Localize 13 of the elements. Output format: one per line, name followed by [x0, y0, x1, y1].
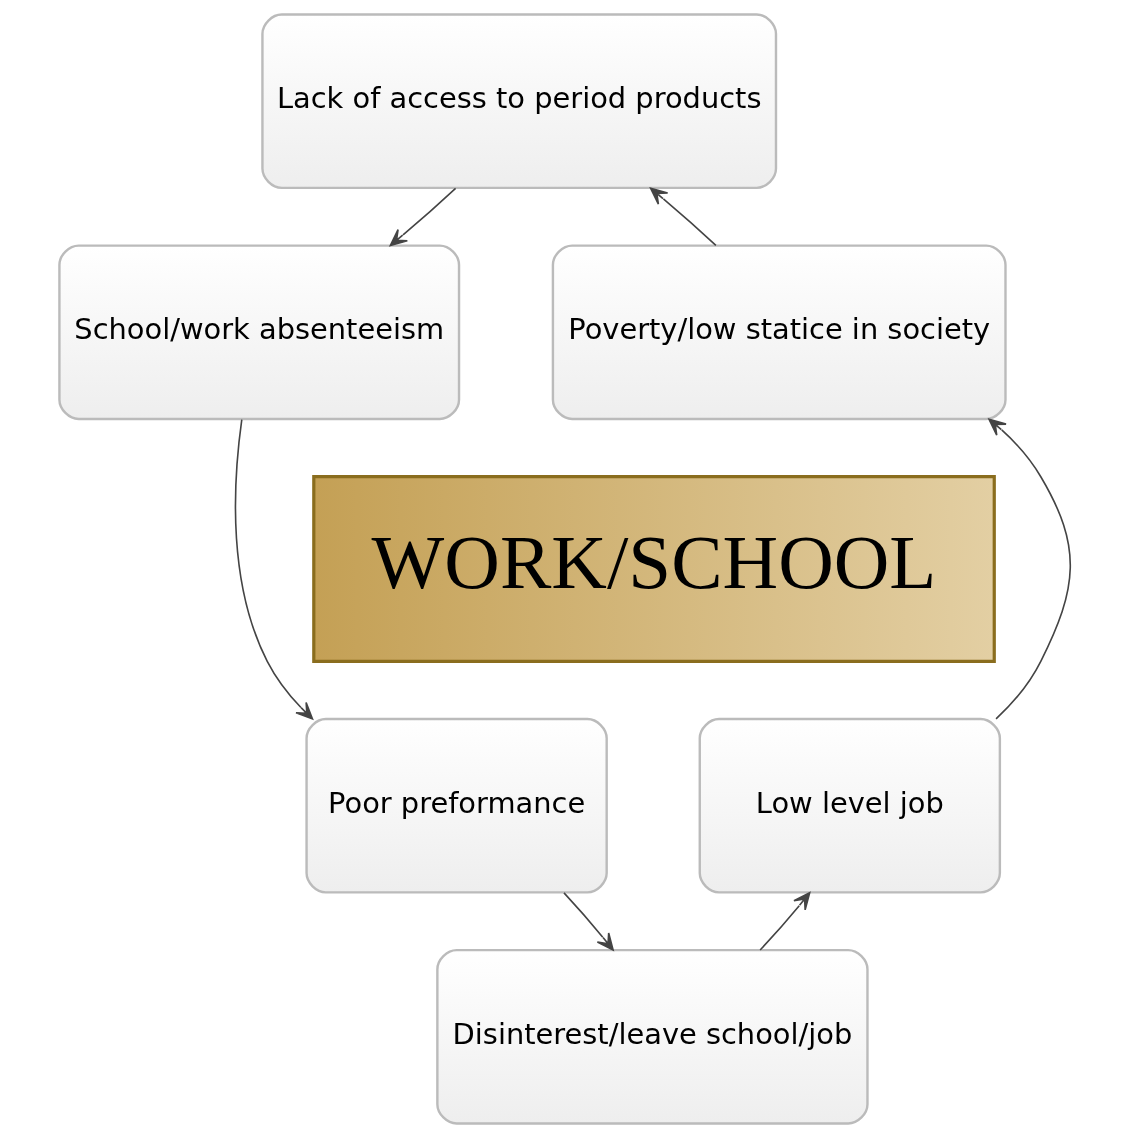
node-box: Lack of access to period products: [261, 13, 778, 190]
node-box: WORK/SCHOOL: [312, 475, 996, 663]
arrow: [234, 418, 314, 720]
arrow: [759, 892, 811, 951]
node-box: Disinterest/leave school/job: [436, 948, 869, 1125]
node-box: Poverty/low statice in society: [551, 244, 1007, 421]
arrow: [563, 892, 614, 951]
arrow: [649, 187, 717, 247]
arrow: [389, 187, 457, 247]
node-box: School/work absenteeism: [58, 244, 461, 421]
arrow: [988, 418, 1072, 720]
node-box: Poor preformance: [305, 717, 608, 894]
node-box: Low level job: [698, 717, 1002, 894]
